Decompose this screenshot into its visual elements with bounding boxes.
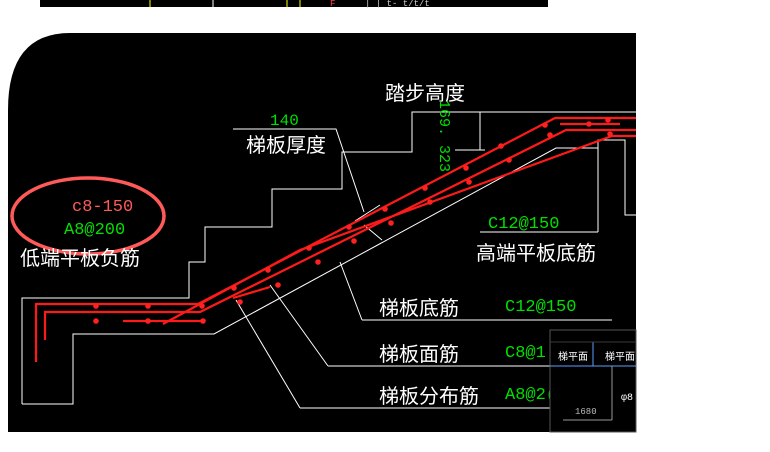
slab-thickness-label: 梯板厚度 — [246, 133, 326, 157]
rebar-dots — [93, 117, 613, 324]
high-end-bottom-label: 高端平板底筋 — [476, 241, 596, 265]
toolbar-text-c: | | t- t/t/t — [365, 0, 430, 9]
low-end-spec-green: A8@200 — [64, 221, 125, 240]
top-bar-spec: C8@1 — [505, 344, 546, 363]
dist-bar-label: 梯板分布筋 — [379, 384, 479, 408]
highlight-ellipse — [10, 176, 166, 256]
low-end-spec-red: c8-150 — [72, 198, 133, 217]
slab-thickness-value: 140 — [270, 112, 299, 130]
bottom-bar-spec: C12@150 — [505, 298, 576, 317]
step-height-label: 踏步高度 — [385, 81, 465, 105]
dist-bar-spec: A8@2( — [505, 386, 556, 405]
step-height-value: 169. 323 — [435, 100, 452, 172]
leader-lines — [233, 112, 612, 409]
top-toolbar-strip: F | | t- t/t/t — [40, 0, 548, 9]
bottom-bar-label: 梯板底筋 — [379, 296, 459, 320]
thumb-col-a: 梯平面 — [558, 350, 588, 363]
thumbnail-preview[interactable]: 梯平面 梯平面 1680 φ8 — [549, 329, 637, 433]
thumb-value-b: φ8 — [621, 393, 633, 404]
top-bar-label: 梯板面筋 — [379, 342, 459, 366]
high-end-spec: C12@150 — [488, 215, 559, 234]
toolbar-text-b: F — [330, 0, 335, 9]
thumb-value-a: 1680 — [575, 407, 597, 417]
thumb-col-b: 梯平面 — [605, 350, 635, 363]
low-end-neg-label: 低端平板负筋 — [20, 246, 140, 270]
drawing-background — [8, 33, 636, 432]
